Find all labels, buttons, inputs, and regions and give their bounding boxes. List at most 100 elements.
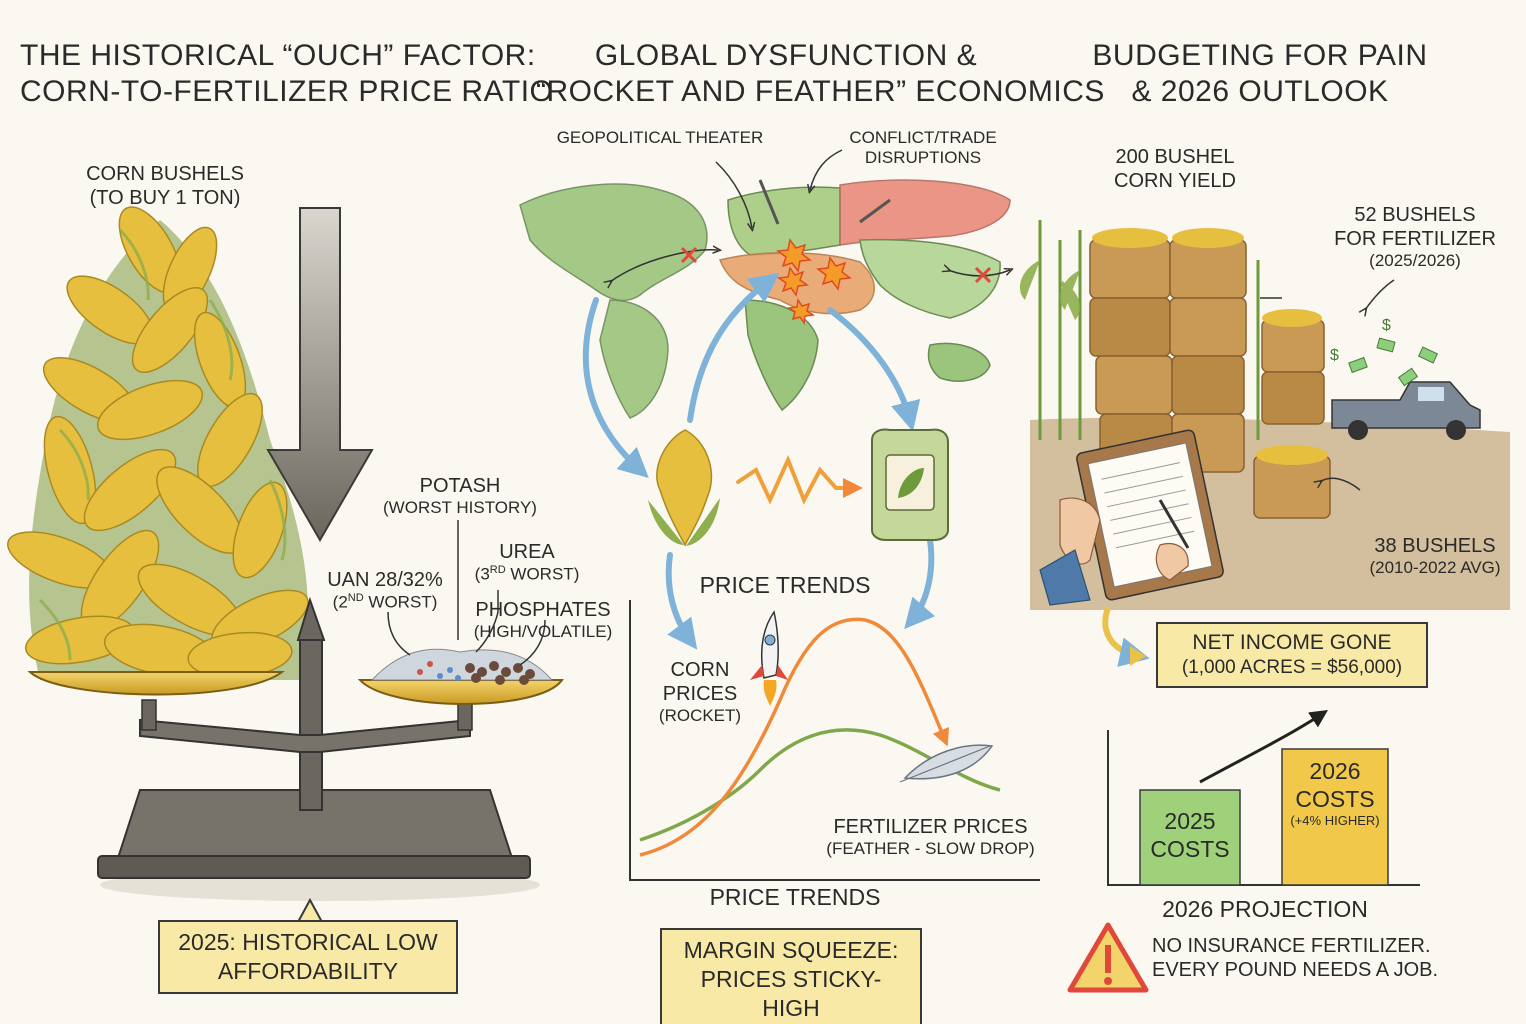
uan-label: UAN 28/32% (2ND WORST)	[300, 568, 470, 613]
explosion-icon	[776, 238, 812, 273]
uan-rank-word: WORST	[368, 592, 432, 612]
flow-arrows	[582, 272, 936, 650]
price-trends-label-bottom: PRICE TRENDS	[709, 884, 881, 910]
corn-yield-line1: 200 BUSHEL	[1115, 146, 1235, 168]
explosion-icon	[786, 297, 816, 326]
urea-rank-suffix: RD	[489, 564, 506, 576]
callout-net-income: NET INCOME GONE (1,000 ACRES = $56,000)	[1156, 622, 1428, 688]
urea-label: UREA (3RD WORST)	[462, 540, 592, 585]
warning-line1: NO INSURANCE FERTILIZER.	[1152, 935, 1431, 957]
urea-rank-number: 3	[480, 564, 490, 584]
down-arrow-icon	[266, 207, 374, 542]
bar-2025-label: 2025 COSTS	[1140, 808, 1240, 863]
uan-rank-number: 2	[338, 592, 348, 612]
fertilizer-bushels-line2: FOR FERTILIZER	[1334, 228, 1496, 250]
projection-label: 2026 PROJECTION	[1162, 896, 1368, 922]
callout-margin-squeeze-line2: PRICES STICKY-HIGH	[700, 965, 882, 1021]
fertilizer-pointer-lines	[387, 520, 546, 666]
phosphates-note: (HIGH/VOLATILE)	[473, 622, 613, 641]
potash-label: POTASH (WORST HISTORY)	[360, 474, 560, 518]
panel2-title-line1: GLOBAL DYSFUNCTION &	[594, 39, 978, 72]
fertilizer-bushels-line1: 52 BUSHELS	[1354, 204, 1476, 226]
callout-margin-squeeze-line1: MARGIN SQUEEZE:	[683, 937, 899, 963]
corn-prices-line2: PRICES	[662, 683, 738, 705]
callout-net-income-line1: NET INCOME GONE	[1192, 631, 1392, 654]
conflict-label: CONFLICT/TRADE DISRUPTIONS	[838, 128, 1008, 169]
curved-arrow-icon	[1102, 606, 1150, 667]
bar-2026-label: 2026 COSTS (+4% HIGHER)	[1282, 758, 1388, 829]
panel1-title-line1: THE HISTORICAL “OUCH” FACTOR:	[20, 39, 536, 72]
bar-2026-note: (+4% HIGHER)	[1290, 813, 1380, 829]
balance-scale-illustration	[27, 596, 564, 901]
money-icon	[1348, 337, 1439, 387]
historical-bushels-line2: (2010-2022 AVG)	[1369, 558, 1501, 577]
corn-yield-line2: CORN YIELD	[1114, 170, 1236, 192]
corn-bushels-line1: CORN BUSHELS	[86, 163, 244, 185]
panel3-title: BUDGETING FOR PAIN & 2026 OUTLOOK	[1060, 38, 1460, 110]
urea-rank: (3RD WORST)	[474, 564, 580, 584]
dollar-sign-icon: $$	[1330, 317, 1391, 364]
bar-2025-costs	[1139, 789, 1241, 886]
projection-chart	[1107, 710, 1420, 886]
corn-cob-icon	[648, 429, 720, 547]
historical-bushels-label: 38 BUSHELS (2010-2022 AVG)	[1350, 534, 1520, 578]
phosphates-name: PHOSPHATES	[475, 599, 611, 621]
corn-prices-line3: (ROCKET)	[658, 706, 742, 725]
potash-name: POTASH	[419, 475, 501, 497]
svg-text:$: $	[1330, 347, 1339, 364]
callout-historical-low-line2: AFFORDABILITY	[217, 957, 399, 984]
fertilizer-bushels-label: 52 BUSHELS FOR FERTILIZER (2025/2026)	[1320, 203, 1510, 271]
warning-icon	[1067, 922, 1149, 993]
corn-prices-line1: CORN	[670, 659, 730, 681]
callout-historical-low: 2025: HISTORICAL LOW AFFORDABILITY	[158, 920, 458, 994]
uan-name: UAN 28/32%	[327, 569, 443, 591]
explosion-icon	[816, 256, 852, 291]
warning-line2: EVERY POUND NEEDS A JOB.	[1152, 959, 1439, 981]
potash-note: (WORST HISTORY)	[383, 498, 537, 517]
urea-name: UREA	[499, 541, 555, 563]
warning-text: NO INSURANCE FERTILIZER. EVERY POUND NEE…	[1152, 934, 1472, 982]
pickup-truck-icon	[1331, 381, 1481, 440]
trade-blocked-icons	[610, 149, 1010, 282]
panel2-title-line2: “ROCKET AND FEATHER” ECONOMICS	[536, 75, 1105, 108]
bar-2026-costs	[1281, 748, 1389, 886]
uan-rank-suffix: ND	[347, 592, 364, 604]
bar-2025-label-line2: COSTS	[1150, 835, 1230, 862]
corn-yield-label: 200 BUSHEL CORN YIELD	[1090, 145, 1260, 193]
svg-text:$: $	[1382, 317, 1391, 334]
corn-bushels-label: CORN BUSHELS (TO BUY 1 TON)	[40, 162, 290, 210]
clipboard-icon	[1039, 429, 1224, 606]
fertilizer-bag-icon	[871, 428, 949, 541]
panel3-title-line1: BUDGETING FOR PAIN	[1092, 39, 1428, 72]
urea-rank-word: WORST	[510, 564, 574, 584]
panel1-title: THE HISTORICAL “OUCH” FACTOR: CORN-TO-FE…	[20, 38, 554, 110]
panel1-title-line2: CORN-TO-FERTILIZER PRICE RATIO	[20, 75, 554, 108]
farm-scene-illustration: $$	[1020, 220, 1510, 610]
missile-icon	[758, 179, 891, 225]
feather-icon	[899, 744, 994, 783]
conflict-line1: CONFLICT/TRADE	[849, 128, 997, 147]
callout-net-income-line2: (1,000 ACRES = $56,000)	[1181, 657, 1403, 679]
callout-margin-squeeze: MARGIN SQUEEZE: PRICES STICKY-HIGH	[660, 928, 922, 1024]
panel2-title: GLOBAL DYSFUNCTION & “ROCKET AND FEATHER…	[536, 38, 1105, 110]
rocket-icon	[750, 610, 788, 706]
panel3-pointers	[1260, 279, 1395, 491]
fertilizer-price-line	[639, 617, 950, 857]
fertilizer-prices-label: FERTILIZER PRICES (FEATHER - SLOW DROP)	[818, 815, 1043, 859]
price-trends-label-top: PRICE TRENDS	[699, 572, 871, 598]
conflict-line2: DISRUPTIONS	[864, 148, 982, 168]
price-trends-chart	[629, 600, 1040, 881]
uan-rank: (2ND WORST)	[332, 592, 438, 612]
fertilizer-bushels-line3: (2025/2026)	[1369, 251, 1461, 270]
phosphates-label: PHOSPHATES (HIGH/VOLATILE)	[458, 598, 628, 642]
geopolitical-label: GEOPOLITICAL THEATER	[556, 128, 764, 147]
panel3-title-line2: & 2026 OUTLOOK	[1131, 75, 1389, 108]
bar-2026-label-line2: COSTS	[1295, 785, 1375, 812]
corn-prices-label: CORN PRICES (ROCKET)	[640, 658, 760, 726]
bar-2026-label-line1: 2026	[1309, 758, 1361, 784]
historical-bushels-line1: 38 BUSHELS	[1374, 535, 1496, 557]
fertilizer-prices-line1: FERTILIZER PRICES	[833, 816, 1028, 838]
callout-pointer	[296, 897, 324, 923]
